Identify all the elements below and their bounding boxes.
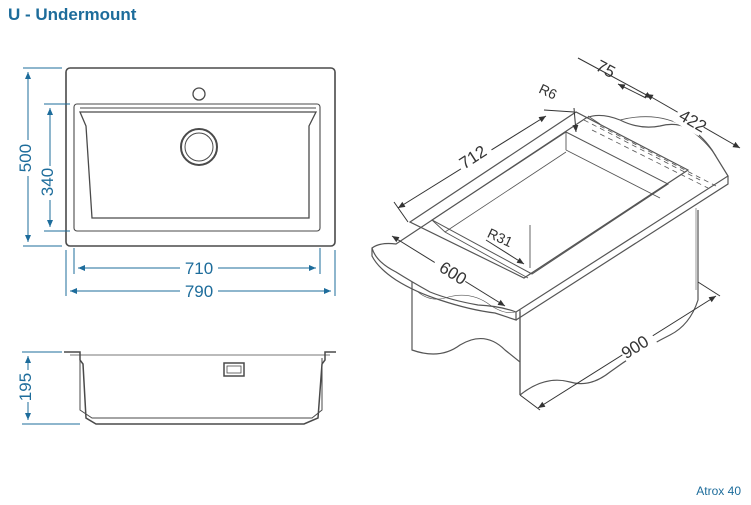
sink-outer-outline [65,67,336,247]
top-view-dimensions [23,67,336,296]
dim-depth: 195 [16,373,35,401]
tap-hole [192,87,206,101]
sink-rim [73,103,321,232]
side-profile-outer [64,351,336,425]
dim-width-outer: 790 [185,282,213,301]
dim-r31: R31 [485,225,515,250]
bowl-outline [79,111,318,219]
page-title: U - Undermount [8,5,137,24]
dim-height-inner: 340 [38,168,57,196]
dim-height-outer: 500 [16,144,35,172]
cabinet-front [411,282,521,395]
dim-width-inner: 710 [185,259,213,278]
sink-opening [408,111,690,279]
dim-r6: R6 [537,80,560,102]
drain [180,128,218,166]
overflow-slot [223,362,245,377]
side-profile-inner [79,358,323,419]
top-view [65,67,336,247]
side-view [64,351,336,425]
countertop [371,114,729,313]
iso-view [371,111,729,396]
model-label: Atrox 40 [696,484,741,498]
